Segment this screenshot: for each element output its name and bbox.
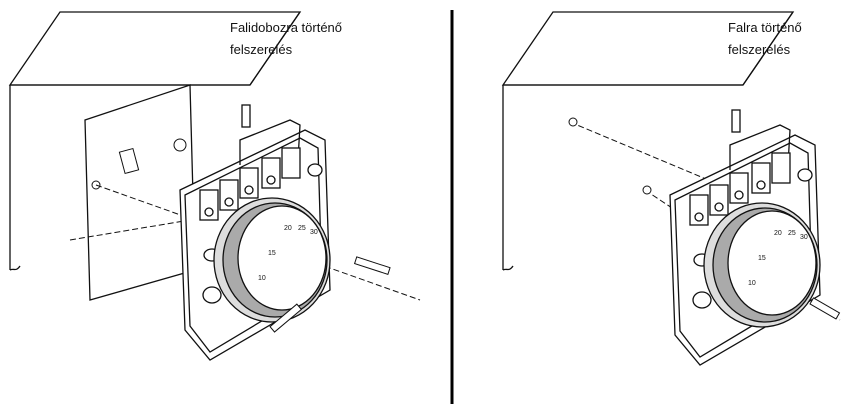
caption-line-1: Falra történő: [728, 20, 802, 35]
wall-mounting-drawing: [502, 11, 841, 366]
caption-line-2: felszerelés: [230, 42, 293, 57]
caption-line-2: felszerelés: [728, 42, 791, 57]
caption-wall-box-mounting: Falidobozra történő felszerelés: [230, 17, 342, 61]
wall-box-mounting-drawing: [9, 11, 421, 361]
caption-wall-mounting: Falra történő felszerelés: [728, 17, 802, 61]
caption-line-1: Falidobozra történő: [230, 20, 343, 35]
